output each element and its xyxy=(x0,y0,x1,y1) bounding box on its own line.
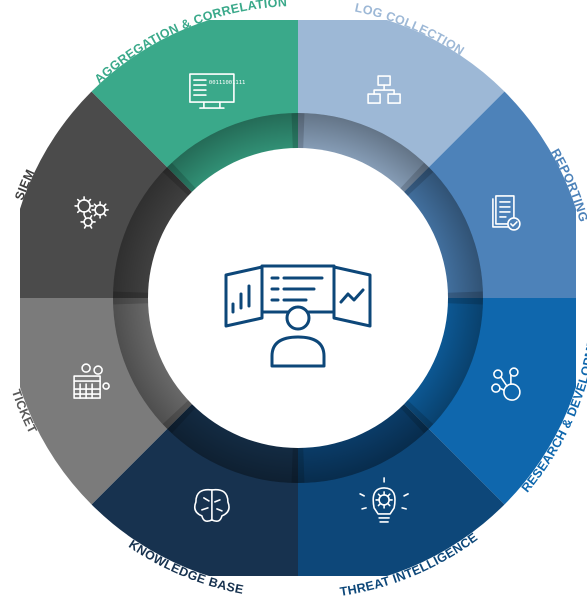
analyst-dashboard-icon xyxy=(224,264,372,368)
lightbulb-gear-icon xyxy=(359,477,409,523)
network-hierarchy-icon xyxy=(367,75,401,104)
svg-text:00111001111: 00111001111 xyxy=(209,80,245,86)
brain-icon xyxy=(193,488,230,523)
gears-icon xyxy=(74,196,109,229)
binary-monitor-icon: 00111001111 xyxy=(189,73,245,109)
molecule-icon xyxy=(491,367,521,401)
center-circle xyxy=(148,148,448,448)
segment-icons: 00111001111 xyxy=(73,73,521,523)
center-hub xyxy=(148,148,448,448)
calendar-gear-icon xyxy=(73,363,110,399)
report-document-icon xyxy=(492,195,521,231)
